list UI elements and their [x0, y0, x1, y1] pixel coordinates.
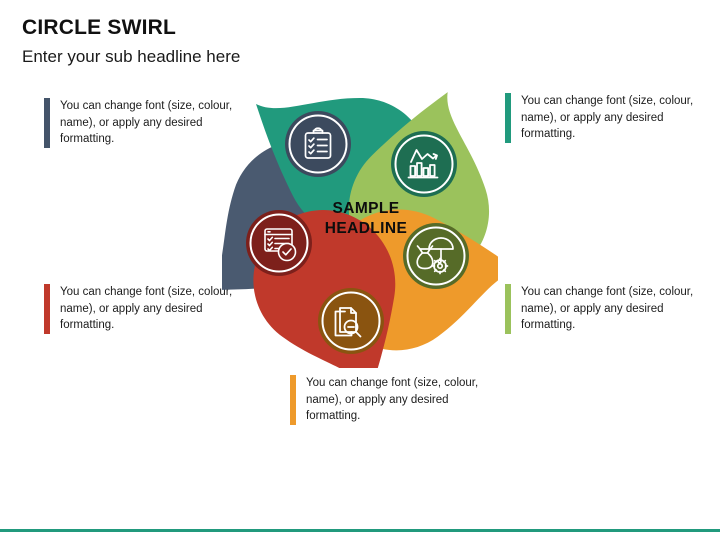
document-search-icon	[334, 307, 362, 338]
icon-badge-orange[interactable]	[318, 288, 384, 354]
callout-accent-bar	[290, 375, 296, 425]
circle-swirl-diagram	[222, 92, 498, 368]
callout-top-left[interactable]: You can change font (size, colour, name)…	[44, 98, 234, 148]
center-headline-line1: SAMPLE	[332, 200, 400, 217]
center-headline-line2: HEADLINE	[324, 220, 408, 237]
page-title: CIRCLE SWIRL	[22, 16, 177, 39]
callout-text: You can change font (size, colour, name)…	[306, 377, 479, 422]
page-subtitle: Enter your sub headline here	[22, 47, 241, 66]
money-bag-umbrella-gear-icon	[416, 237, 454, 275]
callout-bottom-right[interactable]: You can change font (size, colour, name)…	[505, 284, 695, 334]
clipboard-checklist-icon	[304, 127, 332, 159]
icon-badge-slate[interactable]	[285, 111, 351, 177]
callout-text: You can change font (size, colour, name)…	[521, 286, 694, 331]
callout-bottom-left[interactable]: You can change font (size, colour, name)…	[44, 284, 234, 334]
callout-accent-bar	[505, 284, 511, 334]
callout-text: You can change font (size, colour, name)…	[60, 100, 233, 145]
callout-text: You can change font (size, colour, name)…	[60, 286, 233, 331]
center-headline: SAMPLE HEADLINE	[300, 199, 432, 239]
form-approved-checkmark-icon	[264, 228, 297, 262]
callout-accent-bar	[44, 284, 50, 334]
icon-badge-red[interactable]	[246, 210, 312, 276]
icon-badge-green[interactable]	[403, 223, 469, 289]
callout-bottom-center[interactable]: You can change font (size, colour, name)…	[290, 375, 480, 425]
callout-text: You can change font (size, colour, name)…	[521, 95, 694, 140]
bar-chart-trend-icon	[407, 149, 439, 179]
callout-top-right[interactable]: You can change font (size, colour, name)…	[505, 93, 695, 143]
footer-accent-bar	[0, 529, 720, 532]
icon-badge-teal[interactable]	[391, 131, 457, 197]
callout-accent-bar	[44, 98, 50, 148]
callout-accent-bar	[505, 93, 511, 143]
